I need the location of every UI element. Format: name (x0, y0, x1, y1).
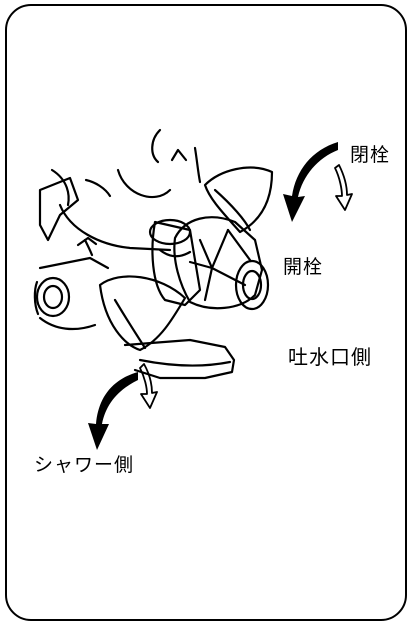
curved-arrow-icon (88, 372, 138, 450)
diagram-frame (5, 4, 407, 621)
curved-arrow-icon (283, 142, 338, 222)
spout-side-label: 吐水口側 (288, 345, 372, 369)
shower-side-label: シャワー側 (34, 454, 135, 476)
close-label-top: 閉栓 (350, 144, 391, 166)
open-label: 開栓 (283, 256, 324, 278)
